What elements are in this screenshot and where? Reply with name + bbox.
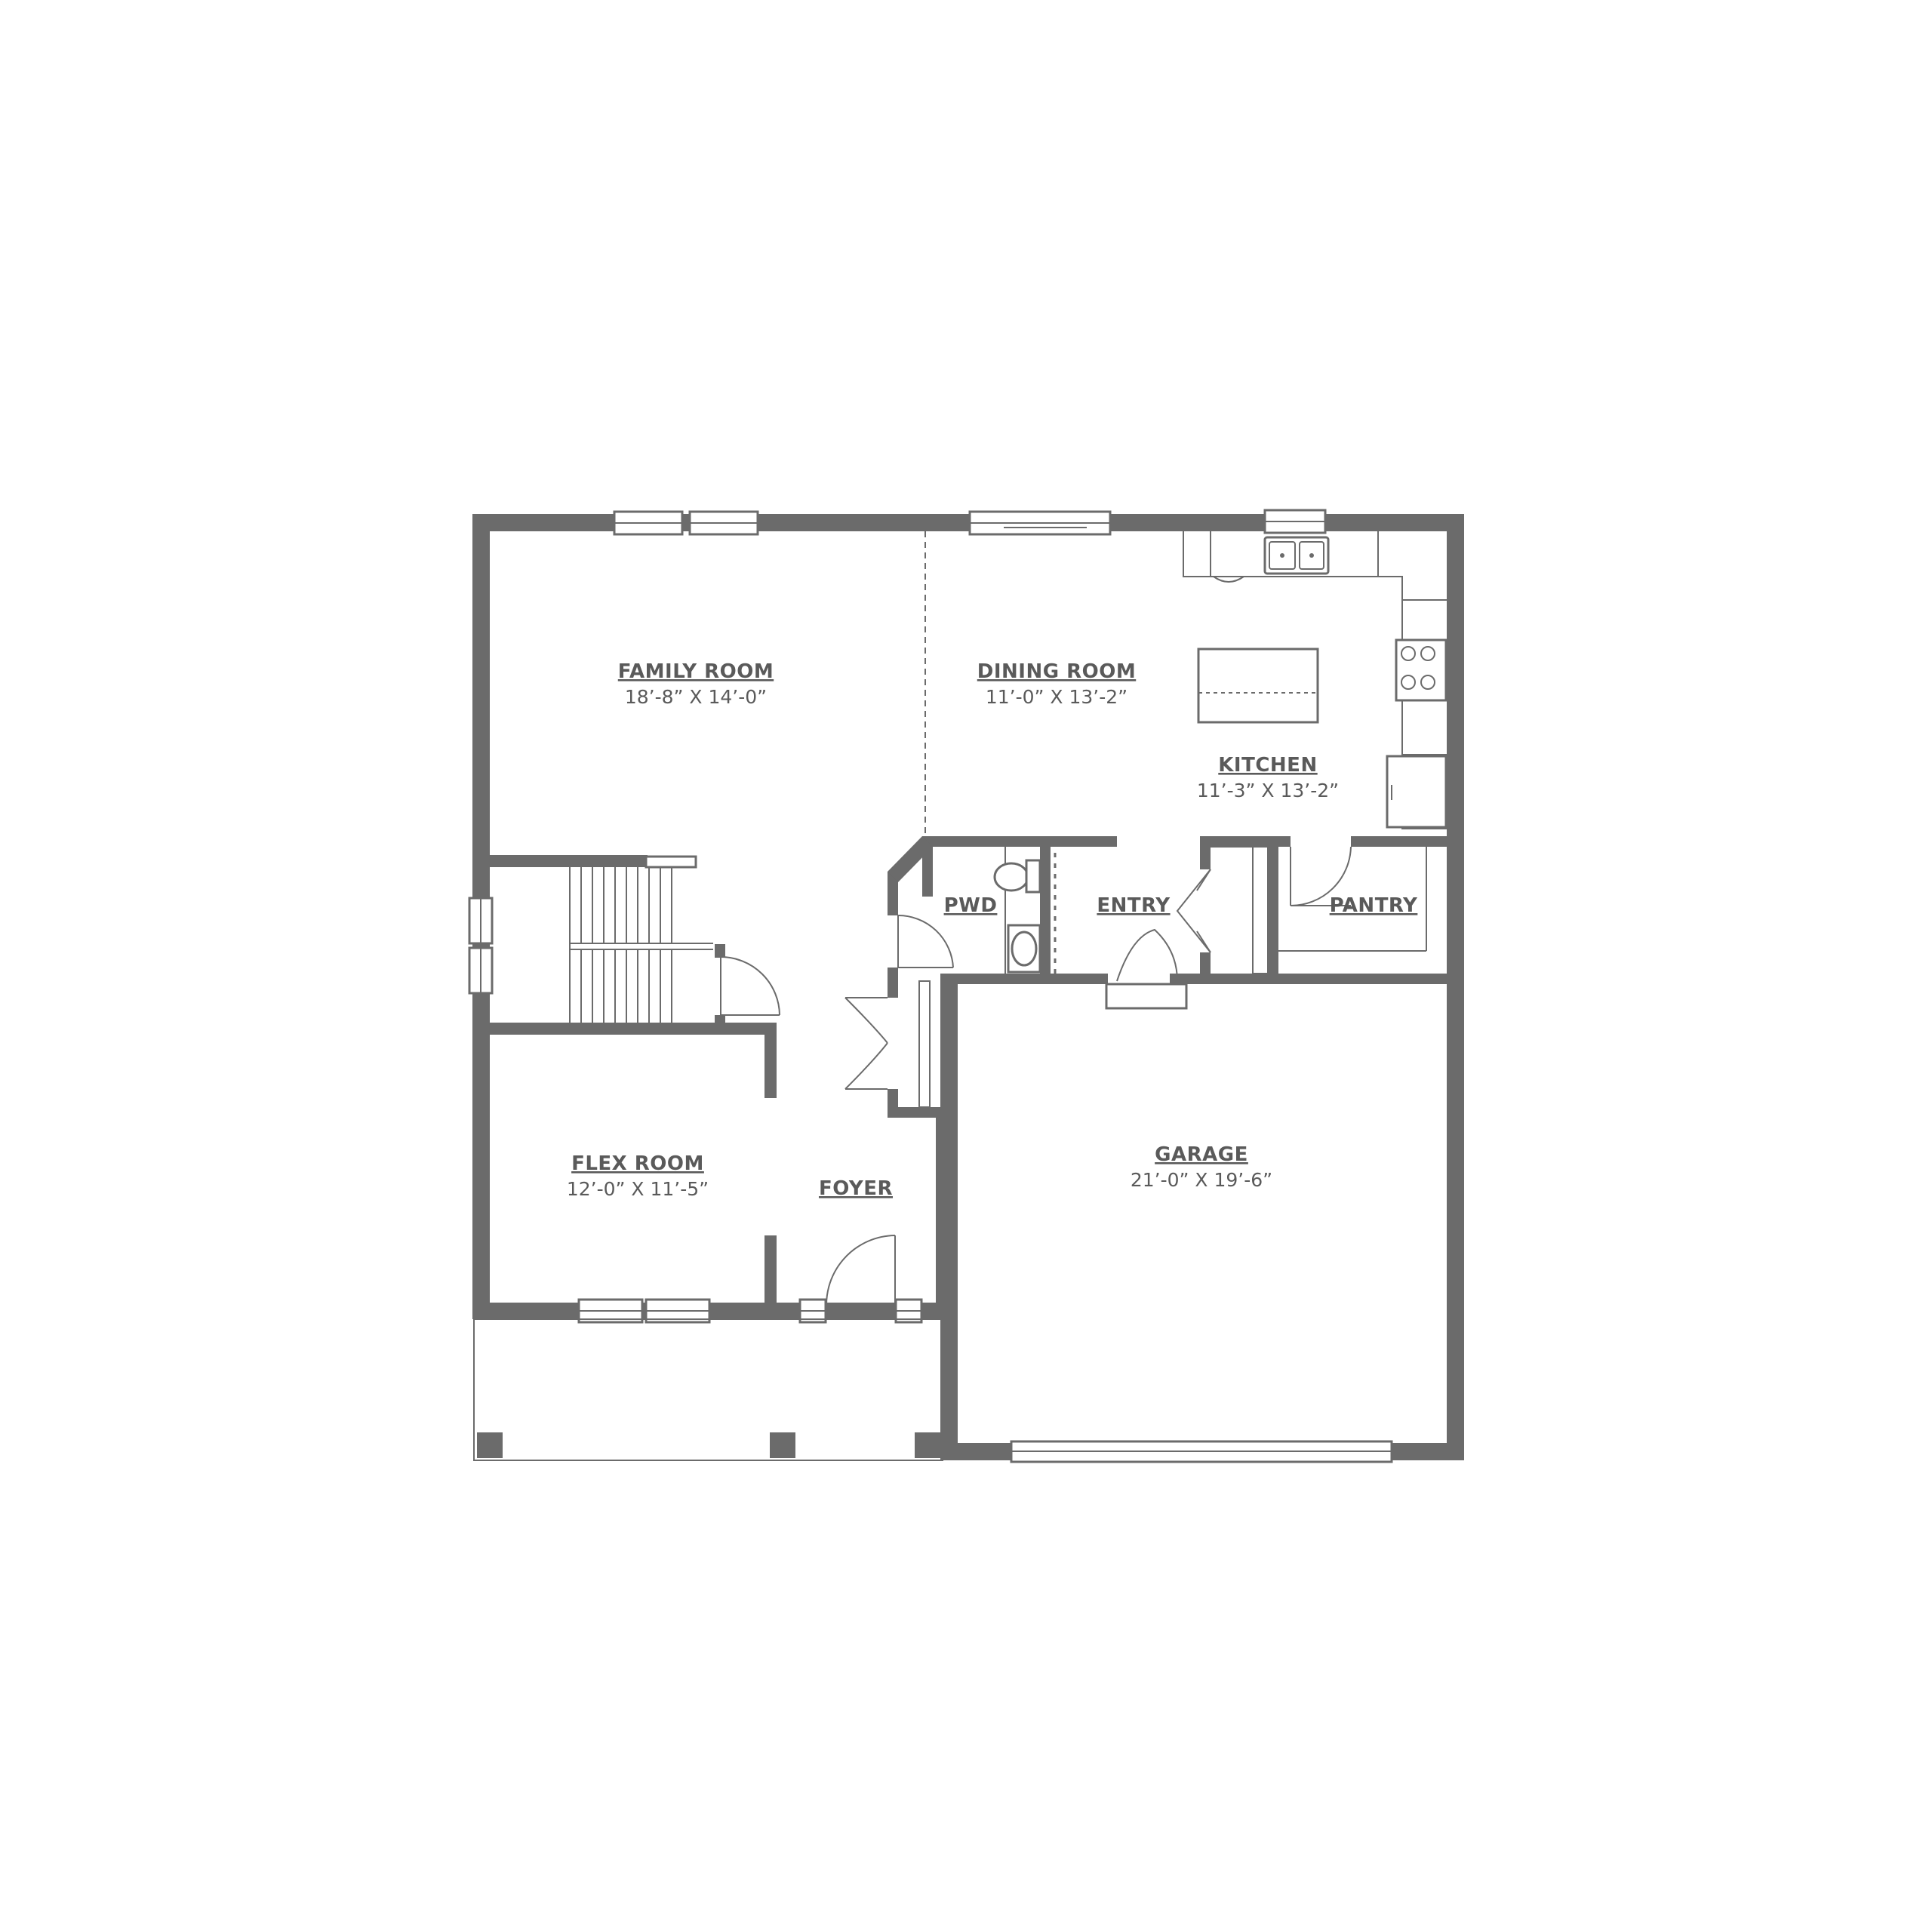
pantry-shelves bbox=[1278, 847, 1427, 952]
interior-walls bbox=[472, 836, 1464, 1315]
pwd-name: PWD bbox=[944, 894, 998, 917]
kitchen-fixtures bbox=[1183, 531, 1447, 829]
toilet-icon bbox=[993, 862, 1029, 892]
windows bbox=[468, 509, 1393, 1463]
garage-dims: 21’-0” X 19’-6” bbox=[1131, 1169, 1272, 1191]
dining-room-name: DINING ROOM bbox=[977, 660, 1136, 683]
dining-room-dims: 11’-0” X 13’-2” bbox=[986, 686, 1128, 708]
doors bbox=[720, 846, 1352, 1315]
flex-room-dims: 12’-0” X 11’-5” bbox=[567, 1178, 709, 1200]
foyer-name: FOYER bbox=[819, 1177, 893, 1200]
garage-name: GARAGE bbox=[1155, 1143, 1248, 1166]
entry-closet bbox=[1211, 846, 1269, 974]
family-room-name: FAMILY ROOM bbox=[618, 660, 774, 683]
family-room-dims: 18’-8” X 14’-0” bbox=[625, 686, 767, 708]
entry-name: ENTRY bbox=[1097, 894, 1171, 917]
sink-icon bbox=[1011, 931, 1038, 967]
kitchen-dims: 11’-3” X 13’-2” bbox=[1197, 780, 1339, 801]
kitchen-island bbox=[1197, 648, 1319, 724]
front-porch bbox=[473, 1318, 943, 1461]
pwd-fixtures bbox=[993, 847, 1057, 974]
staircase bbox=[569, 867, 713, 1023]
kitchen-name: KITCHEN bbox=[1218, 754, 1317, 777]
cooktop-icon bbox=[1395, 638, 1447, 702]
room-labels: FAMILY ROOM 18’-8” X 14’-0” DINING ROOM … bbox=[567, 660, 1418, 1200]
refrigerator-icon bbox=[1386, 755, 1447, 829]
flex-room-name: FLEX ROOM bbox=[571, 1152, 704, 1175]
kitchen-sink-icon bbox=[1263, 536, 1330, 575]
pantry-name: PANTRY bbox=[1330, 894, 1418, 917]
